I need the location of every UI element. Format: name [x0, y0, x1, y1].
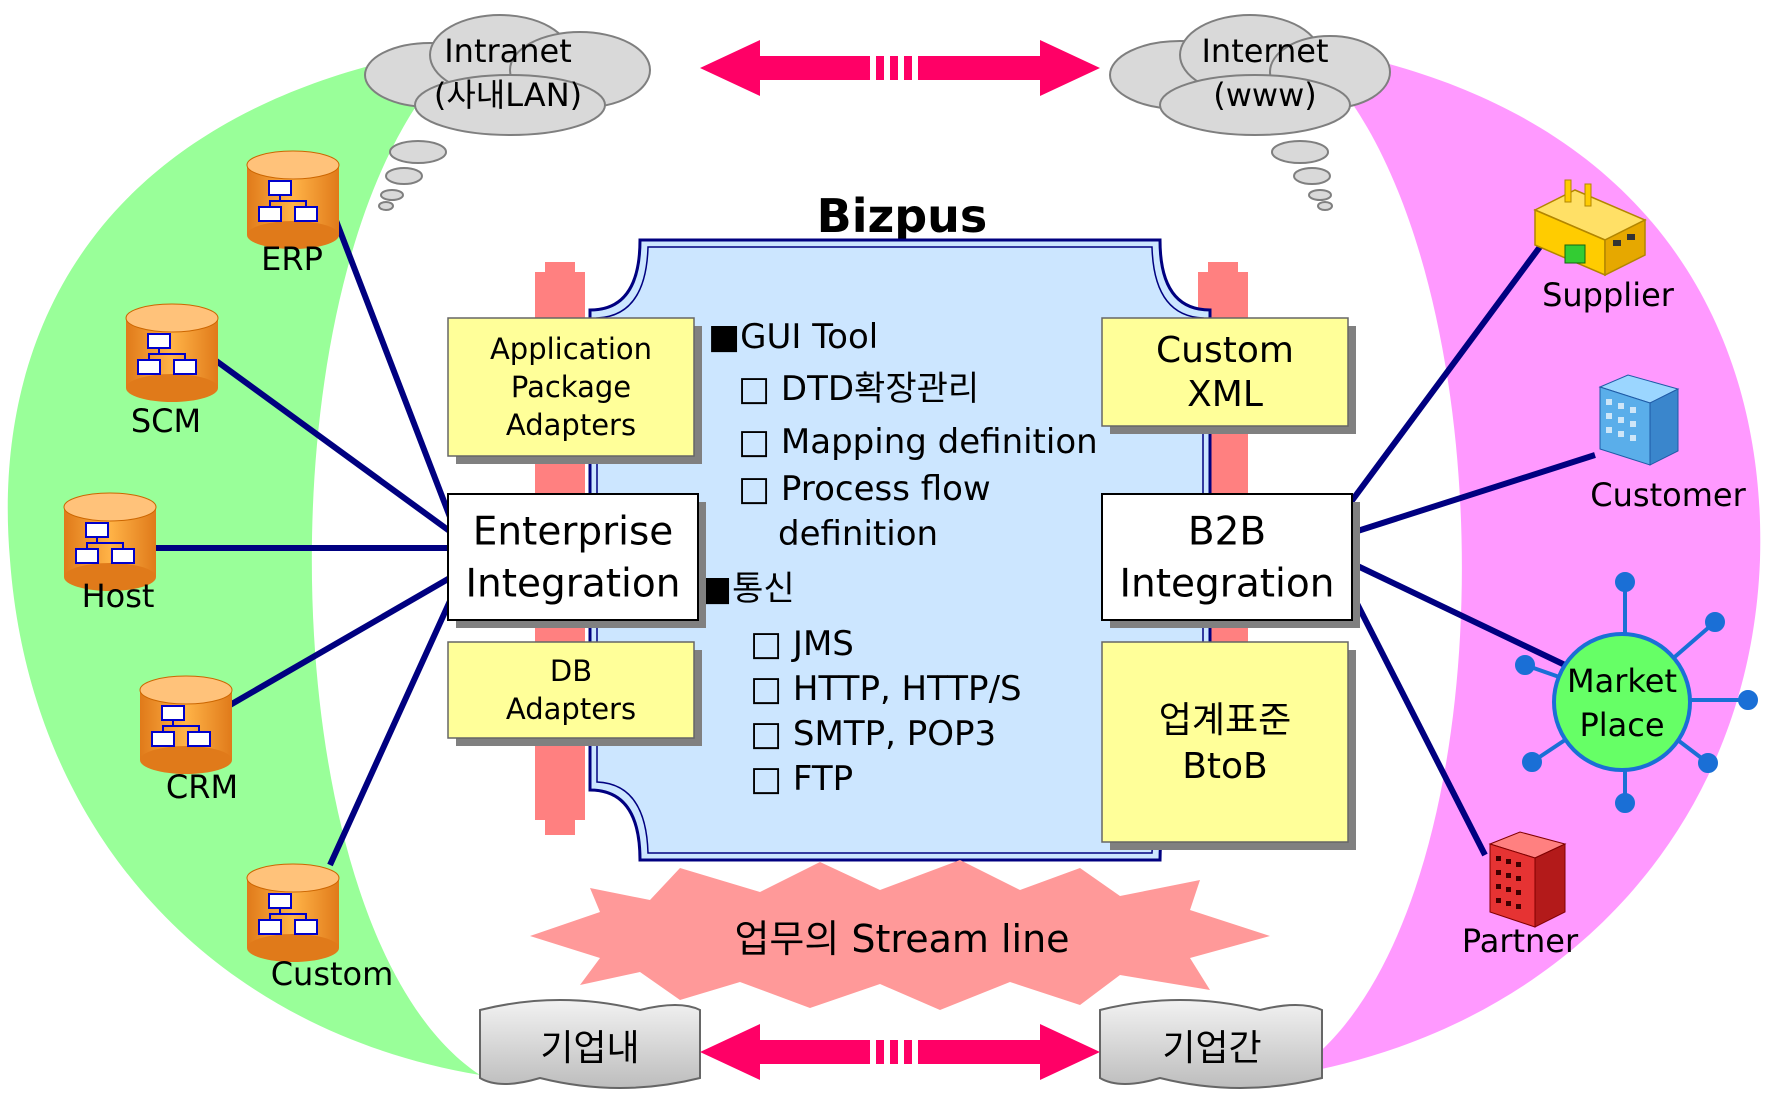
svg-text:Application: Application — [490, 332, 652, 366]
internal-scroll-banner — [479, 999, 701, 1089]
bottom-double-arrow — [700, 1024, 1100, 1080]
intranet-sublabel: (사내LAN) — [434, 76, 582, 114]
center-item: definition — [778, 514, 938, 554]
intranet-label: Intranet — [444, 32, 572, 70]
comm-heading: ■통신 — [700, 569, 795, 609]
app-package-adapters-box: Application Package Adapters — [447, 317, 702, 464]
left-connectors — [155, 216, 458, 867]
crm-label: CRM — [166, 768, 238, 806]
center-item: □ FTP — [750, 759, 853, 799]
office-building-icon — [1598, 374, 1680, 466]
center-item: □ HTTP, HTTP/S — [750, 669, 1022, 709]
factory-icon — [1533, 179, 1647, 277]
stream-line-label: 업무의 Stream line — [734, 917, 1069, 961]
partner-label: Partner — [1462, 922, 1579, 960]
custom-xml-box: Custom XML — [1101, 317, 1356, 434]
diagram-title: Bizpus — [817, 189, 988, 243]
svg-text:Custom: Custom — [1156, 330, 1294, 371]
internet-cloud-icon — [1109, 14, 1391, 211]
svg-text:Integration: Integration — [466, 562, 681, 607]
enterprise-integration-box: Enterprise Integration — [447, 493, 706, 628]
marketplace-label: Market — [1567, 662, 1677, 700]
partner-building-icon — [1488, 831, 1567, 928]
crm-database-icon — [139, 675, 233, 774]
svg-text:DB: DB — [550, 654, 592, 688]
center-item: □ Mapping definition — [738, 422, 1098, 462]
host-label: Host — [82, 577, 155, 615]
svg-text:업계표준: 업계표준 — [1159, 700, 1291, 741]
internet-sublabel: (www) — [1213, 76, 1316, 114]
intranet-cloud-icon — [364, 14, 651, 211]
center-item: □ JMS — [750, 624, 854, 664]
supplier-label: Supplier — [1542, 276, 1675, 314]
right-connectors — [1342, 238, 1596, 857]
host-database-icon — [63, 492, 157, 591]
customer-label: Customer — [1590, 476, 1746, 514]
marketplace-sublabel: Place — [1579, 706, 1664, 744]
industry-standard-box: 업계표준 BtoB — [1101, 641, 1356, 850]
internet-label: Internet — [1201, 32, 1328, 70]
b2b-integration-box: B2B Integration — [1101, 493, 1360, 628]
center-panel — [588, 238, 1212, 862]
svg-text:BtoB: BtoB — [1182, 746, 1268, 787]
erp-label: ERP — [261, 240, 323, 278]
center-item: □ DTD확장관리 — [738, 369, 979, 409]
intranet-crescent — [7, 45, 480, 1075]
center-item: □ Process flow — [738, 469, 991, 509]
custom-label: Custom — [271, 955, 394, 993]
scm-label: SCM — [131, 402, 201, 440]
svg-text:Enterprise: Enterprise — [473, 510, 674, 555]
external-scroll-banner — [1099, 999, 1323, 1089]
svg-text:Integration: Integration — [1120, 562, 1335, 607]
internet-crescent — [1290, 45, 1761, 1075]
svg-text:Package: Package — [511, 370, 631, 404]
external-scroll-label: 기업간 — [1162, 1028, 1261, 1069]
marketplace-hub-icon — [1515, 572, 1758, 813]
scm-database-icon — [125, 303, 219, 402]
svg-text:B2B: B2B — [1188, 510, 1266, 555]
top-double-arrow — [700, 40, 1100, 96]
center-item: □ SMTP, POP3 — [750, 714, 996, 754]
internal-scroll-label: 기업내 — [540, 1028, 639, 1069]
custom-database-icon — [246, 863, 340, 962]
db-adapters-box: DB Adapters — [447, 641, 702, 746]
svg-text:Adapters: Adapters — [506, 408, 636, 442]
erp-database-icon — [246, 150, 340, 249]
svg-text:Adapters: Adapters — [506, 692, 636, 726]
gui-tool-heading: ■GUI Tool — [708, 317, 878, 357]
svg-text:XML: XML — [1187, 374, 1263, 415]
stream-line-burst — [530, 860, 1270, 1010]
